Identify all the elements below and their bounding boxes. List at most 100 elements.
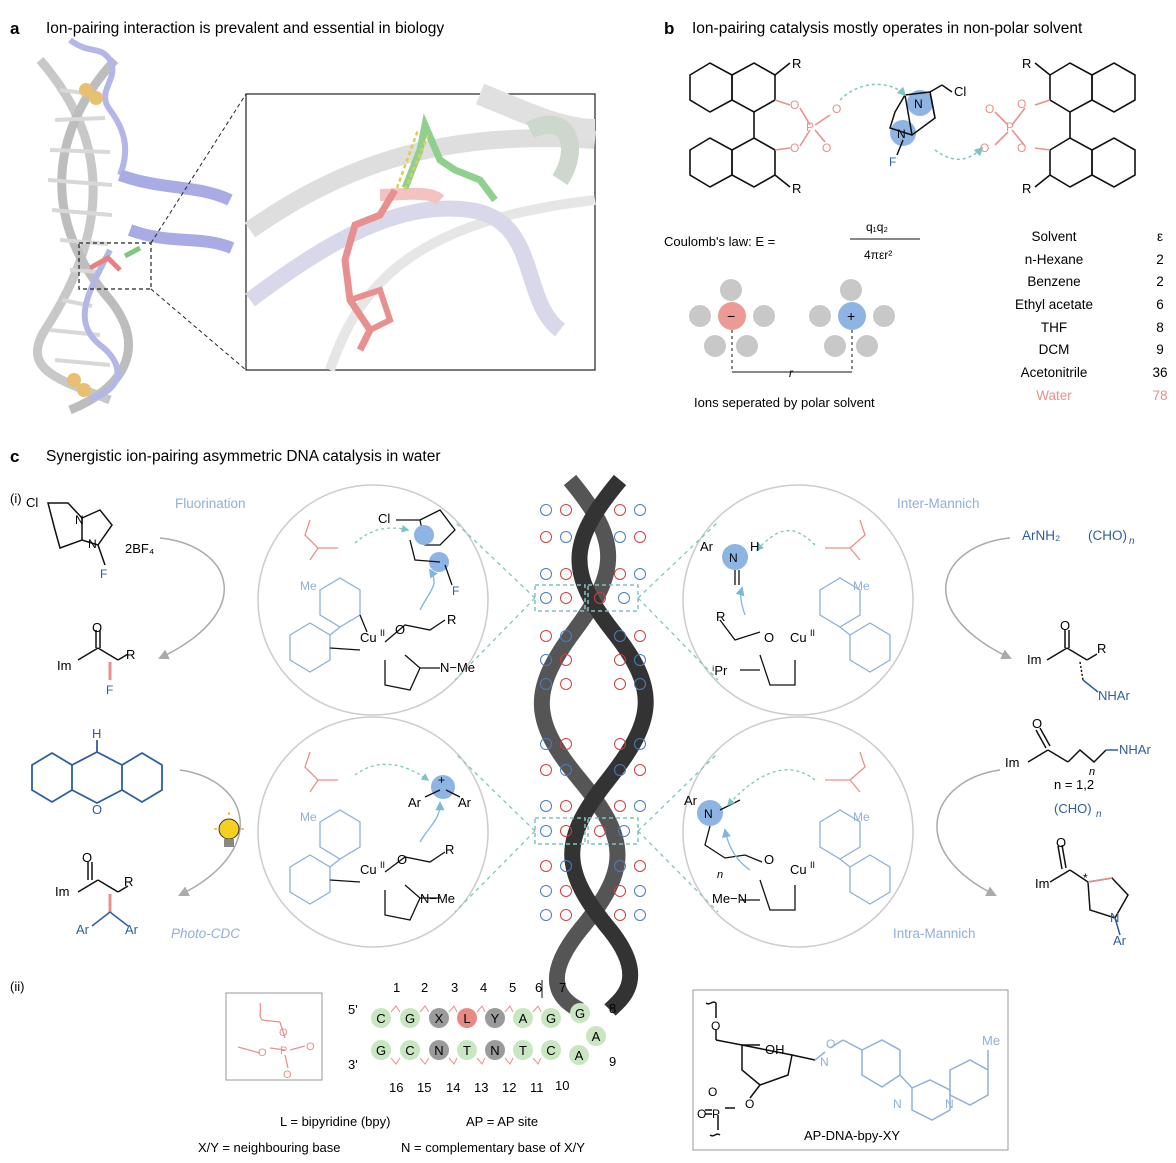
ar-label-tr: Ar xyxy=(700,539,714,554)
r-label-product-3: R xyxy=(124,874,133,889)
legend-ap: AP = AP site xyxy=(466,1114,538,1129)
base-a: A xyxy=(519,1011,528,1026)
cl-label-tl: Cl xyxy=(378,511,390,526)
cu-label-tl: Cu xyxy=(360,630,377,645)
base-loop-g: G xyxy=(575,1006,585,1021)
cho-n-sub-2: n xyxy=(1096,809,1102,820)
pos-number: 12 xyxy=(502,1080,516,1095)
p-label-box: P xyxy=(280,1045,287,1057)
base-g: G xyxy=(376,1043,386,1058)
o-label-oxime: O xyxy=(826,1037,835,1051)
nhar-label-2: NHAr xyxy=(1119,742,1151,757)
pos-number: 11 xyxy=(530,1080,544,1095)
n-label-br: N xyxy=(704,807,713,821)
base-t: T xyxy=(463,1043,471,1058)
pos-number: 2 xyxy=(421,980,428,995)
o-label-bl: O xyxy=(397,852,407,867)
cu-ox-tl: II xyxy=(380,628,385,638)
epsilon-header: ε xyxy=(1157,229,1163,244)
legend-l: L = bipyridine (bpy) xyxy=(280,1114,390,1129)
base-l: L xyxy=(463,1011,470,1026)
im-label-3: Im xyxy=(55,884,69,899)
ipr-label: ⁱPr xyxy=(712,663,728,678)
solvent-eps: 9 xyxy=(1156,342,1164,357)
pos-number: 7 xyxy=(559,980,566,995)
o-label-ap-3: O xyxy=(697,1107,706,1121)
intra-mannich-label: Intra-Mannich xyxy=(893,926,976,941)
five-prime-label: 5' xyxy=(348,1002,358,1017)
cho-n-sub: n xyxy=(1129,536,1135,547)
o-label-ap-2: O xyxy=(745,1097,754,1111)
o-label-product-4: O xyxy=(1056,835,1066,850)
xanthene-reagent xyxy=(31,740,163,805)
f-label-reagent: F xyxy=(100,567,107,581)
n-me-label-tl: N−Me xyxy=(440,660,475,675)
o-label-br: O xyxy=(764,852,774,867)
pos-number: 13 xyxy=(474,1080,488,1095)
base-g: G xyxy=(546,1011,556,1026)
cho-n-label-2: (CHO) xyxy=(1054,801,1092,816)
h-label-xanthene: H xyxy=(92,726,101,741)
solvent-eps: 2 xyxy=(1156,274,1164,289)
me-n-label-br: Me−N xyxy=(712,891,747,906)
n-label-bpy-1: N xyxy=(893,1097,902,1111)
o-label-xanthene: O xyxy=(92,802,102,817)
h-label-tr: H xyxy=(750,539,759,554)
cu-label-tr: Cu xyxy=(790,630,807,645)
cu-label-bl: Cu xyxy=(360,862,377,877)
f-label-product: F xyxy=(106,683,113,697)
n-label-tr: N xyxy=(729,551,738,565)
inter-mannich-label: Inter-Mannich xyxy=(897,496,980,511)
r-label-3: R xyxy=(1022,56,1031,71)
pos-number: 15 xyxy=(417,1080,431,1095)
reaction-arrows xyxy=(158,537,1012,896)
ar-label-product-1: Ar xyxy=(76,922,90,937)
solvent-name: n-Hexane xyxy=(1025,252,1084,267)
im-label-5: Im xyxy=(1035,876,1049,891)
solvent-name: Acetonitrile xyxy=(1021,365,1088,380)
o-label-product-1: O xyxy=(92,620,102,635)
ap-dna-bpy-label: AP-DNA-bpy-XY xyxy=(804,1128,900,1143)
fluorination-product xyxy=(77,630,129,680)
base-x: X xyxy=(435,1011,444,1026)
plus-sign-bl: + xyxy=(438,773,445,787)
legend-n: N = complementary base of X/Y xyxy=(401,1140,585,1155)
n-label-1: N xyxy=(914,97,923,111)
phosphate-backbone-box: O O P O O xyxy=(225,992,323,1081)
pos-number: 16 xyxy=(389,1080,403,1095)
legend-xy: X/Y = neighbouring base xyxy=(198,1140,341,1155)
p-label-1: P xyxy=(806,120,814,134)
f-label-tl: F xyxy=(452,584,459,598)
panel-a-letter: a xyxy=(10,19,20,38)
r-label-tl: R xyxy=(447,612,456,627)
base-t: T xyxy=(519,1043,527,1058)
cl-label: Cl xyxy=(954,84,966,99)
ar-label-product-3: Ar xyxy=(1113,933,1127,948)
ion-pair-arrow-right xyxy=(934,146,984,160)
solvent-name: Benzene xyxy=(1027,274,1080,289)
distance-r-label: r xyxy=(789,366,794,380)
im-label-2: Im xyxy=(1027,652,1041,667)
n-label-oxime: N xyxy=(820,1055,829,1069)
cu-complex-bottom-left xyxy=(289,751,461,921)
solvent-table: Solvent ε n-Hexane 2 Benzene 2 Ethyl ace… xyxy=(1015,229,1168,403)
o-label-5: O xyxy=(1017,141,1026,155)
me-label-bl: Me xyxy=(300,810,317,824)
dna-connector-lines xyxy=(454,521,719,913)
cl-label-reagent: Cl xyxy=(26,495,38,510)
mechanism-circles xyxy=(257,484,914,948)
o-minus-label-2: O xyxy=(980,141,989,155)
pos-number: 6 xyxy=(535,980,542,995)
anion-sign: − xyxy=(727,308,735,324)
n-label-bpy-2: N xyxy=(945,1097,954,1111)
r-label-product-1: R xyxy=(126,647,135,662)
me-label-bpy: Me xyxy=(982,1033,1000,1048)
ar-label-br: Ar xyxy=(684,793,698,808)
binol-phosphate-left xyxy=(689,62,831,188)
n-label-product: N xyxy=(1110,910,1119,925)
bottom-strand: G C N T N T C xyxy=(371,1040,561,1060)
r-label-2: R xyxy=(792,181,801,196)
p-label-2: P xyxy=(1006,120,1014,134)
subpanel-ii-label: (ii) xyxy=(10,979,24,994)
